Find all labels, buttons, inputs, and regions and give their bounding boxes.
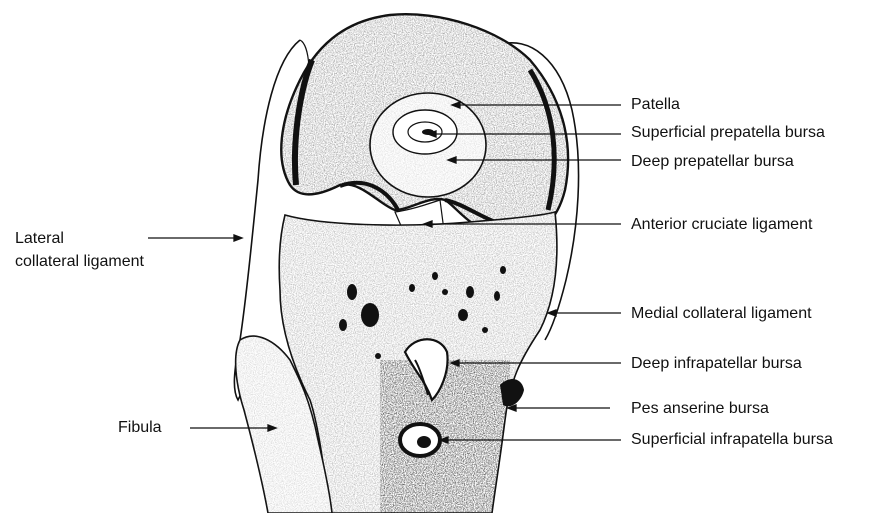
label-superficial-prepatella-bursa: Superficial prepatella bursa	[631, 123, 825, 142]
label-fibula: Fibula	[118, 418, 162, 437]
label-deep-infrapatellar-bursa: Deep infrapatellar bursa	[631, 354, 802, 373]
label-patella: Patella	[631, 95, 680, 114]
label-lateral-collateral-ligament-line2: collateral ligament	[15, 252, 144, 271]
label-deep-prepatellar-bursa: Deep prepatellar bursa	[631, 152, 794, 171]
label-anterior-cruciate-ligament: Anterior cruciate ligament	[631, 215, 812, 234]
pes-anserine-bursa-shape	[500, 379, 524, 406]
label-pes-anserine-bursa: Pes anserine bursa	[631, 399, 769, 418]
label-lateral-collateral-ligament-line1: Lateral	[15, 229, 64, 248]
label-superficial-infrapatella-bursa: Superficial infrapatella bursa	[631, 430, 833, 449]
label-medial-collateral-ligament: Medial collateral ligament	[631, 304, 812, 323]
